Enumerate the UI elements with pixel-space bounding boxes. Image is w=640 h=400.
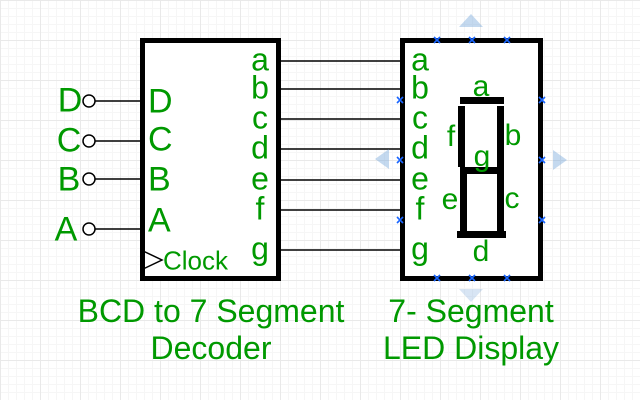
segment-label-b: b <box>504 119 522 152</box>
segment-e-bar <box>460 168 467 237</box>
decoder-pin-c: C <box>148 120 173 159</box>
display-pin-d: d <box>411 129 429 166</box>
connection-point-icon[interactable] <box>468 274 476 282</box>
decoder-out-g: g <box>251 230 269 267</box>
bcd-decoder-shape[interactable] <box>140 38 281 281</box>
segment-d-bar <box>457 231 506 238</box>
decoder-title-line1: BCD to 7 Segment <box>77 293 345 329</box>
segment-f-bar <box>458 106 465 167</box>
segment-label-g: g <box>473 140 491 173</box>
connection-point-icon[interactable] <box>396 216 404 224</box>
connection-point-icon[interactable] <box>396 156 404 164</box>
segment-label-c: c <box>504 182 520 215</box>
connection-point-icon[interactable] <box>503 36 511 44</box>
decoder-pin-d: D <box>148 82 173 121</box>
segment-label-a: a <box>472 70 490 103</box>
decoder-pin-b: B <box>148 160 171 199</box>
connection-point-icon[interactable] <box>503 274 511 282</box>
decoder-title[interactable]: BCD to 7 Segment Decoder <box>78 293 345 367</box>
decoder-out-f: f <box>255 190 265 227</box>
display-pin-f: f <box>415 190 425 227</box>
display-title-line1: 7- Segment <box>388 293 554 329</box>
segment-b-bar <box>497 106 504 167</box>
display-pin-b: b <box>411 69 429 106</box>
connection-point-icon[interactable] <box>433 274 441 282</box>
segment-g-bar <box>460 167 504 174</box>
decoder-out-d: d <box>251 129 269 166</box>
external-input-label-b: B <box>57 160 81 199</box>
connection-point-icon[interactable] <box>468 36 476 44</box>
decoder-out-b: b <box>251 69 269 106</box>
terminal-circle-d[interactable] <box>82 94 96 108</box>
connection-point-icon[interactable] <box>433 36 441 44</box>
decoder-out-c: c <box>252 99 268 136</box>
decoder-out-e: e <box>251 160 269 197</box>
display-pin-e: e <box>411 160 429 197</box>
direction-arrow-right-icon[interactable] <box>553 150 567 170</box>
connection-point-icon[interactable] <box>538 156 546 164</box>
led-display-shape[interactable] <box>400 38 543 281</box>
display-title[interactable]: 7- Segment LED Display <box>383 293 559 367</box>
external-input-label-a: A <box>54 210 78 249</box>
segment-label-d: d <box>472 235 490 268</box>
connection-point-icon[interactable] <box>538 216 546 224</box>
clock-label: Clock <box>163 245 229 276</box>
display-pin-a: a <box>411 41 429 78</box>
segment-label-f: f <box>446 120 456 153</box>
decoder-pin-a: A <box>148 201 171 240</box>
display-pin-c: c <box>412 99 428 136</box>
display-pin-g: g <box>411 230 429 267</box>
external-input-label-c: C <box>56 121 82 160</box>
decoder-title-line2: Decoder <box>150 330 272 366</box>
connection-point-icon[interactable] <box>538 96 546 104</box>
terminal-circle-a[interactable] <box>82 222 96 236</box>
decoder-out-a: a <box>251 41 269 78</box>
display-title-line2: LED Display <box>382 330 560 366</box>
external-input-label-d: D <box>57 81 83 120</box>
terminal-circle-c[interactable] <box>82 134 96 148</box>
direction-arrow-down-icon[interactable] <box>459 289 483 302</box>
direction-arrow-left-icon[interactable] <box>375 149 389 169</box>
terminal-circle-b[interactable] <box>82 172 96 186</box>
direction-arrow-up-icon[interactable] <box>459 14 483 27</box>
segment-c-bar <box>497 168 504 237</box>
segment-label-e: e <box>441 183 459 216</box>
connection-point-icon[interactable] <box>396 96 404 104</box>
segment-a-bar <box>460 97 504 104</box>
